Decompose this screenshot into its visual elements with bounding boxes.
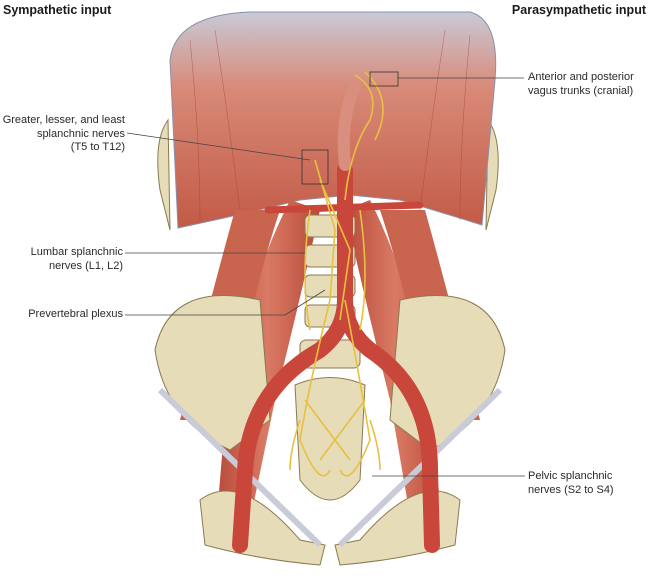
sympathetic-input-heading: Sympathetic input bbox=[3, 3, 112, 17]
label-line: nerves (S2 to S4) bbox=[528, 483, 614, 496]
label-line: Greater, lesser, and least bbox=[2, 114, 125, 126]
label-greater-splanchnic: Greater, lesser, and least splanchnic ne… bbox=[3, 114, 125, 155]
label-line: splanchnic nerves bbox=[36, 127, 125, 140]
label-vagus-trunks: Anterior and posterior vagus trunks (cra… bbox=[528, 71, 634, 98]
label-line: Pelvic splanchnic bbox=[528, 470, 613, 482]
nerves bbox=[289, 71, 384, 477]
label-prevertebral-plexus: Prevertebral plexus bbox=[28, 308, 123, 322]
label-line: Lumbar splanchnic bbox=[30, 246, 123, 258]
label-line: Prevertebral plexus bbox=[28, 308, 123, 320]
leader-lines bbox=[125, 71, 525, 477]
diaphragm bbox=[169, 11, 497, 229]
parasympathetic-input-heading: Parasympathetic input bbox=[511, 3, 646, 17]
rib-ends bbox=[157, 118, 499, 231]
label-line: Anterior and posterior bbox=[528, 71, 634, 83]
label-line: nerves (L1, L2) bbox=[49, 259, 123, 272]
label-lumbar-splanchnic: Lumbar splanchnic nerves (L1, L2) bbox=[31, 246, 123, 273]
label-pelvic-splanchnic: Pelvic splanchnic nerves (S2 to S4) bbox=[528, 470, 614, 497]
label-line: (T5 to T12) bbox=[70, 141, 125, 153]
label-line: vagus trunks (cranial) bbox=[528, 84, 634, 97]
